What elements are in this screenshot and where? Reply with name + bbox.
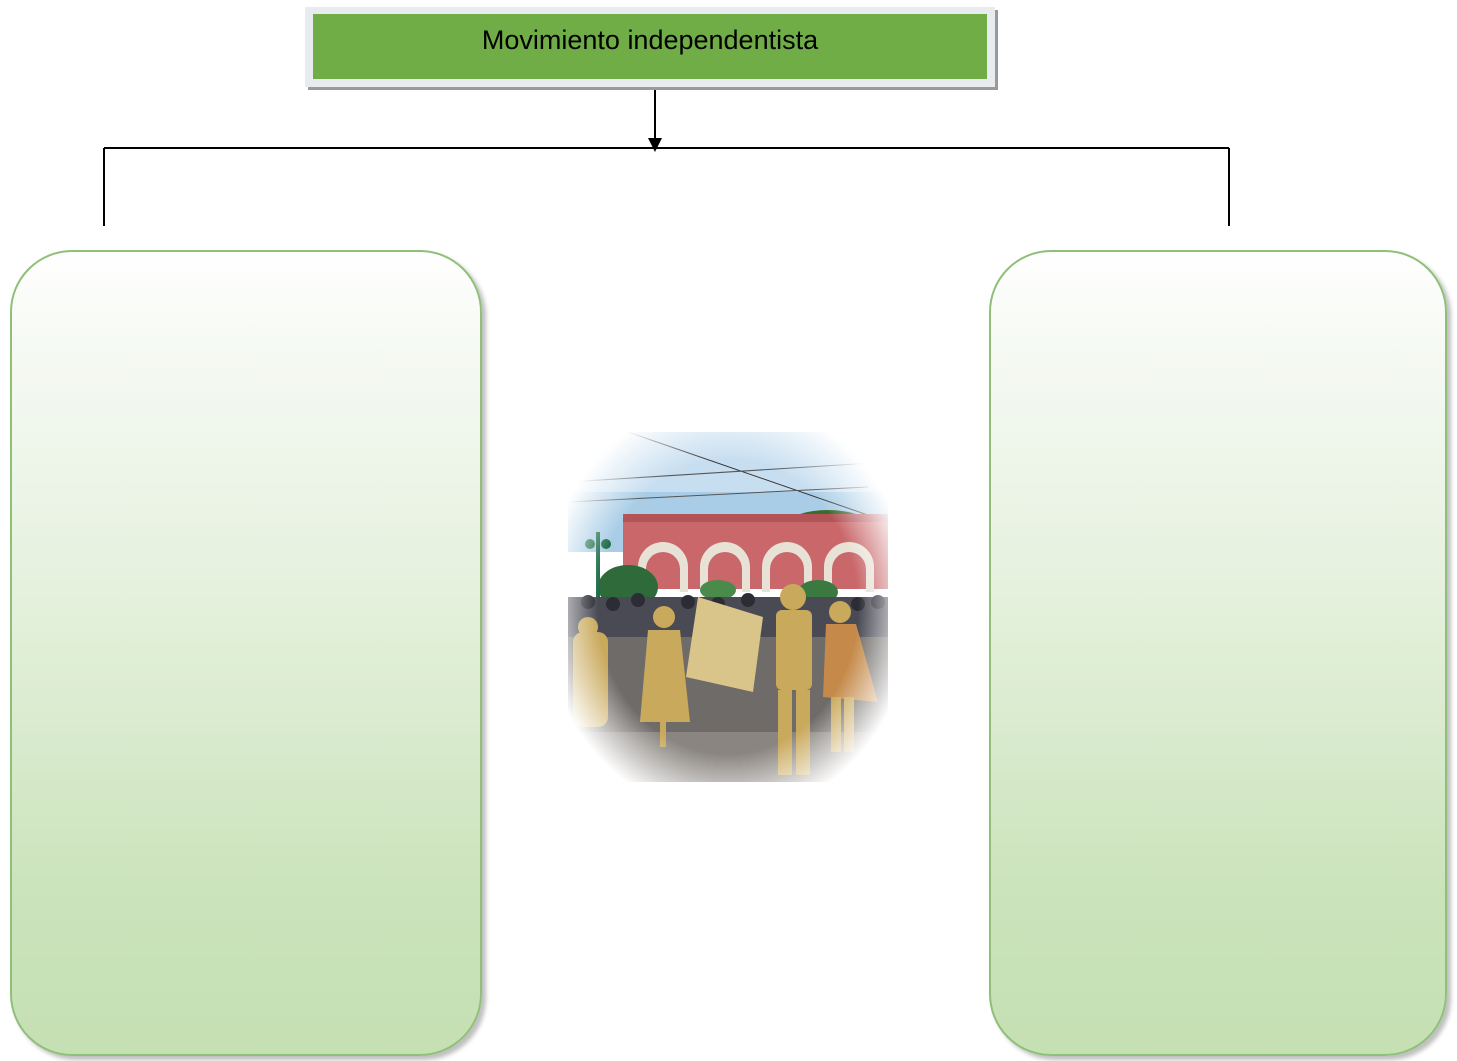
root-node-fill: Movimiento independentista xyxy=(313,14,987,79)
left-child-box xyxy=(10,250,482,1056)
parade-photo xyxy=(568,432,888,782)
connector-lines xyxy=(103,90,1230,226)
root-node-label: Movimiento independentista xyxy=(481,25,819,55)
root-node: Movimiento independentista xyxy=(305,7,995,87)
right-child-box xyxy=(989,250,1447,1056)
arrowhead-icon xyxy=(648,138,662,152)
